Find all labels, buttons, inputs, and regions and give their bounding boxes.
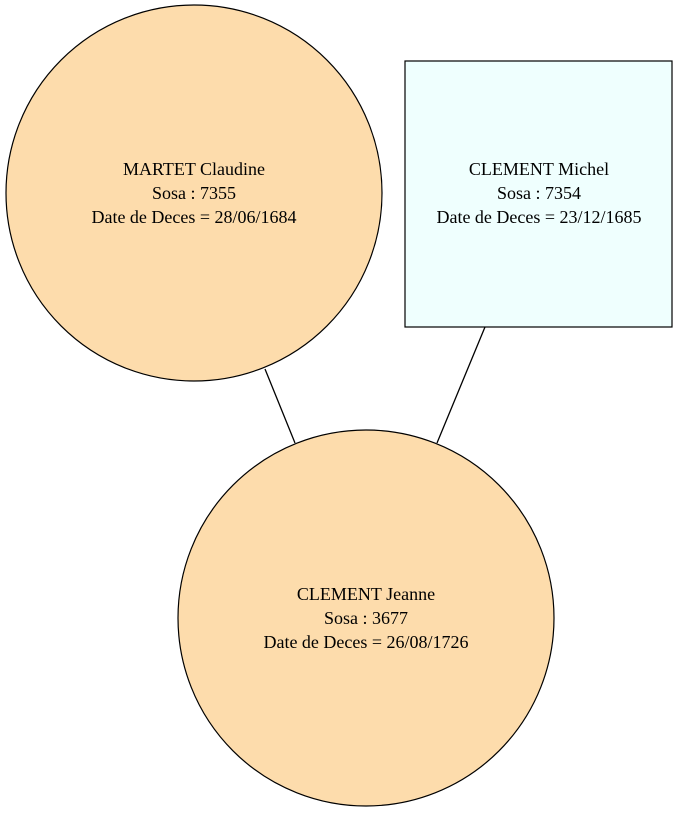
node-father-name: CLEMENT Michel xyxy=(469,159,609,179)
node-child-name: CLEMENT Jeanne xyxy=(297,584,435,604)
node-mother[interactable]: MARTET Claudine Sosa : 7355 Date de Dece… xyxy=(5,4,383,382)
edge-mother-to-child xyxy=(264,368,296,444)
node-child-death: Date de Deces = 26/08/1726 xyxy=(263,632,468,652)
node-child-sosa: Sosa : 3677 xyxy=(324,608,408,628)
node-mother-sosa: Sosa : 7355 xyxy=(152,183,236,203)
node-mother-name: MARTET Claudine xyxy=(123,159,265,179)
node-mother-death: Date de Deces = 28/06/1684 xyxy=(91,207,296,227)
node-mother-circle xyxy=(5,4,383,382)
node-child[interactable]: CLEMENT Jeanne Sosa : 3677 Date de Deces… xyxy=(177,429,555,807)
node-father-death: Date de Deces = 23/12/1685 xyxy=(436,207,641,227)
node-father-sosa: Sosa : 7354 xyxy=(497,183,581,203)
node-father-box xyxy=(404,60,673,328)
node-child-circle xyxy=(177,429,555,807)
node-father[interactable]: CLEMENT Michel Sosa : 7354 Date de Deces… xyxy=(404,60,673,328)
edge-father-to-child xyxy=(436,326,486,444)
